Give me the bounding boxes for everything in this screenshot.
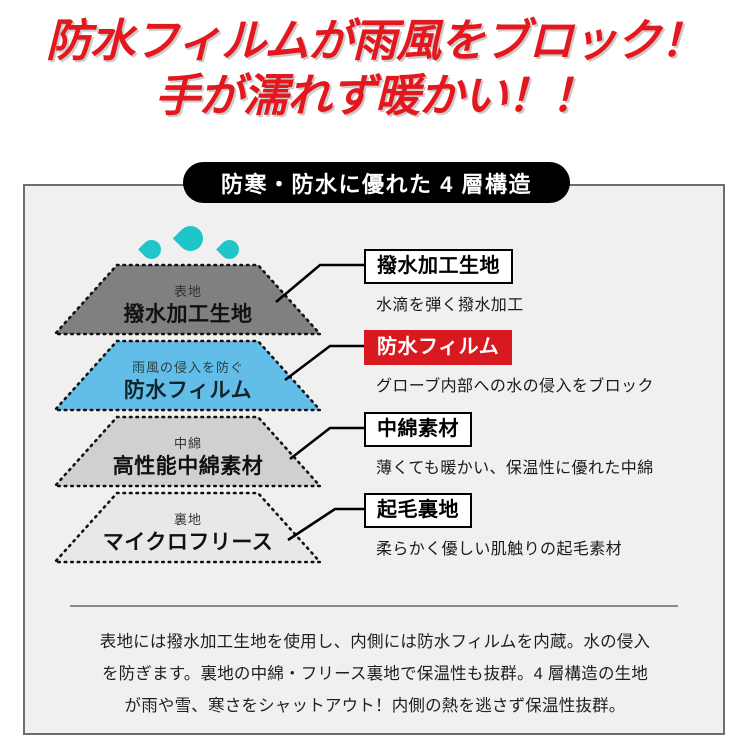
callout-description-3: 薄くても暖かい、保温性に優れた中綿 <box>376 460 654 478</box>
footnote-line-2: を防ぎます。裏地の中綿・フリース裏地で保温性も抜群。4 層構造の生地 <box>101 665 649 684</box>
callout-4: 起毛裏地 柔らかく優しい肌触りの起毛素材 <box>364 493 622 559</box>
callout-3: 中綿素材 薄くても暖かい、保温性に優れた中綿 <box>364 412 654 478</box>
callout-description-2: グローブ内部への水の侵入をブロック <box>376 378 654 396</box>
headline-line-2: 手が濡れず暖かい！！ <box>154 69 596 121</box>
headline: 防水フィルムが雨風をブロック！ 手が濡れず暖かい！！ <box>0 14 750 124</box>
footnote: 表地には撥水加工生地を使用し、内側には防水フィルムを内蔵。水の侵入 を防ぎます。… <box>48 626 702 723</box>
callout-2: 防水フィルム グローブ内部への水の侵入をブロック <box>364 330 654 396</box>
footnote-line-3: が雨や雪、寒さをシャットアウト！内側の熱を逃さず保温性抜群。 <box>124 697 626 716</box>
footnote-divider <box>70 605 678 607</box>
callout-description-4: 柔らかく優しい肌触りの起毛素材 <box>376 541 623 559</box>
section-banner-label: 防寒・防水に優れた 4 層構造 <box>221 171 532 197</box>
callout-1: 撥水加工生地 水滴を弾く撥水加工 <box>364 249 524 315</box>
section-banner: 防寒・防水に優れた 4 層構造 <box>183 162 570 203</box>
callout-title-1: 撥水加工生地 <box>364 249 513 285</box>
droplet-small-left <box>138 236 165 263</box>
droplet-large-center <box>172 220 209 257</box>
droplet-small-right <box>216 236 243 263</box>
water-droplets-icon <box>130 220 250 270</box>
callout-title-2: 防水フィルム <box>364 330 513 366</box>
callout-description-1: 水滴を弾く撥水加工 <box>376 297 524 315</box>
headline-line-1: 防水フィルムが雨風をブロック！ <box>45 15 705 66</box>
callout-title-3: 中綿素材 <box>364 412 472 448</box>
footnote-line-1: 表地には撥水加工生地を使用し、内側には防水フィルムを内蔵。水の侵入 <box>99 633 651 651</box>
callout-title-4: 起毛裏地 <box>364 493 472 529</box>
